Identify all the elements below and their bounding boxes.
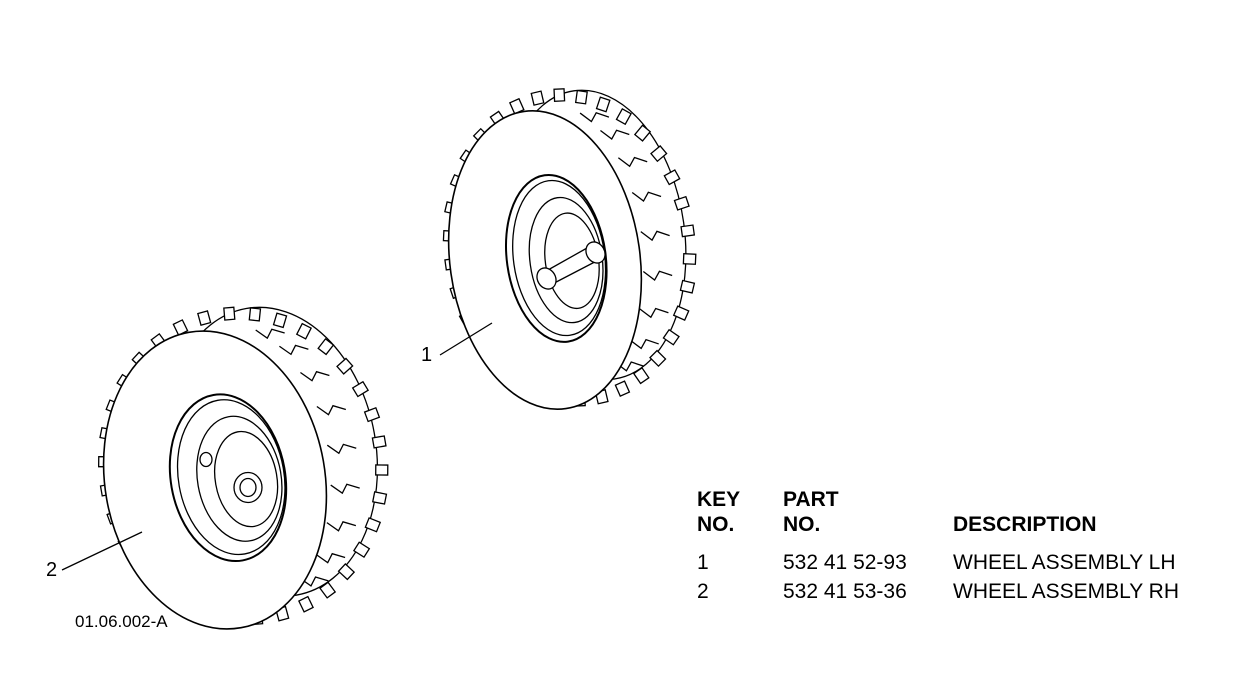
header-part-line1: PART xyxy=(783,488,839,511)
header-description: DESCRIPTION xyxy=(953,513,1097,536)
wheel-assembly-1-illustration xyxy=(442,88,697,410)
tread-lug xyxy=(371,491,388,505)
tread-chevron xyxy=(326,521,357,532)
row-part-number: 532 41 52-93 xyxy=(783,551,907,574)
row-part-number: 532 41 53-36 xyxy=(783,580,907,603)
rim-outer xyxy=(168,393,288,563)
tread-lug xyxy=(663,169,681,186)
hub-outer xyxy=(233,471,263,504)
figure-reference-number: 01.06.002-A xyxy=(75,612,168,631)
tread-lug xyxy=(632,367,650,385)
hub-bore xyxy=(239,477,257,498)
callout-label-1: 1 xyxy=(421,344,433,366)
tread-lug xyxy=(553,88,566,102)
tread-lug xyxy=(337,563,356,581)
tread-lug xyxy=(615,107,632,126)
row-key: 1 xyxy=(697,551,709,574)
axle-shaft-body xyxy=(543,244,600,287)
tread-lug xyxy=(649,349,667,368)
tread-chevron xyxy=(326,443,357,455)
tread-lug xyxy=(371,435,387,449)
tread-lug xyxy=(633,124,652,142)
tread-lug xyxy=(351,380,370,398)
tread-lug xyxy=(679,279,696,294)
valve-stem xyxy=(199,451,213,468)
tread-chevron xyxy=(300,370,330,382)
tread-lug xyxy=(650,144,668,163)
axle-shaft-end xyxy=(585,241,606,264)
axle-shaft-tip xyxy=(536,267,557,290)
tread-lug xyxy=(530,90,545,106)
tread-chevron xyxy=(629,338,659,350)
wheel-assembly-2-illustration xyxy=(98,306,389,630)
callout-leader-2 xyxy=(61,531,143,571)
tread-lug xyxy=(223,306,236,321)
tread-chevron xyxy=(631,191,662,202)
tread-lug xyxy=(363,407,381,423)
row-key: 2 xyxy=(697,580,709,603)
header-part-line2: NO. xyxy=(783,513,821,536)
tread-chevron xyxy=(279,344,309,356)
tread-chevron xyxy=(330,483,360,495)
tread-chevron xyxy=(299,576,329,587)
tread-lug xyxy=(680,224,696,238)
callout-label-2: 2 xyxy=(46,559,58,581)
rim-inner xyxy=(196,415,283,542)
tread-chevron xyxy=(579,112,610,123)
tread-lug xyxy=(364,517,382,533)
tread-lug xyxy=(595,96,611,113)
callout-leader-1 xyxy=(439,322,493,356)
tread-lug xyxy=(375,464,389,476)
tread-lug xyxy=(672,305,690,321)
tread-lug xyxy=(295,322,313,340)
tread-lug xyxy=(317,337,335,356)
tread-lug xyxy=(197,310,212,326)
tread-chevron xyxy=(617,156,648,168)
tread-lug xyxy=(673,195,690,211)
tread-lug xyxy=(298,595,314,613)
tread-chevron xyxy=(640,230,670,242)
tread-chevron xyxy=(316,404,347,416)
tread-lug xyxy=(352,541,371,559)
tread-chevron xyxy=(639,307,669,319)
tread-chevron xyxy=(255,328,285,340)
tread-chevron xyxy=(315,552,346,564)
tread-chevron xyxy=(642,270,673,282)
rim-lip xyxy=(176,399,286,556)
tread-lug xyxy=(319,581,337,599)
tread-lug xyxy=(272,312,288,329)
row-description: WHEEL ASSEMBLY LH xyxy=(953,551,1176,574)
tread-lug xyxy=(614,380,631,398)
tread-chevron xyxy=(600,129,630,140)
tread-lug xyxy=(336,357,354,375)
header-key-line1: KEY xyxy=(697,488,741,511)
tread-lug xyxy=(662,328,680,346)
tread-lug xyxy=(574,89,588,105)
tread-lug xyxy=(682,253,697,265)
rim-center xyxy=(214,430,279,528)
row-description: WHEEL ASSEMBLY RH xyxy=(953,580,1180,603)
tread-lug xyxy=(248,307,262,322)
header-key-line2: NO. xyxy=(697,513,735,536)
